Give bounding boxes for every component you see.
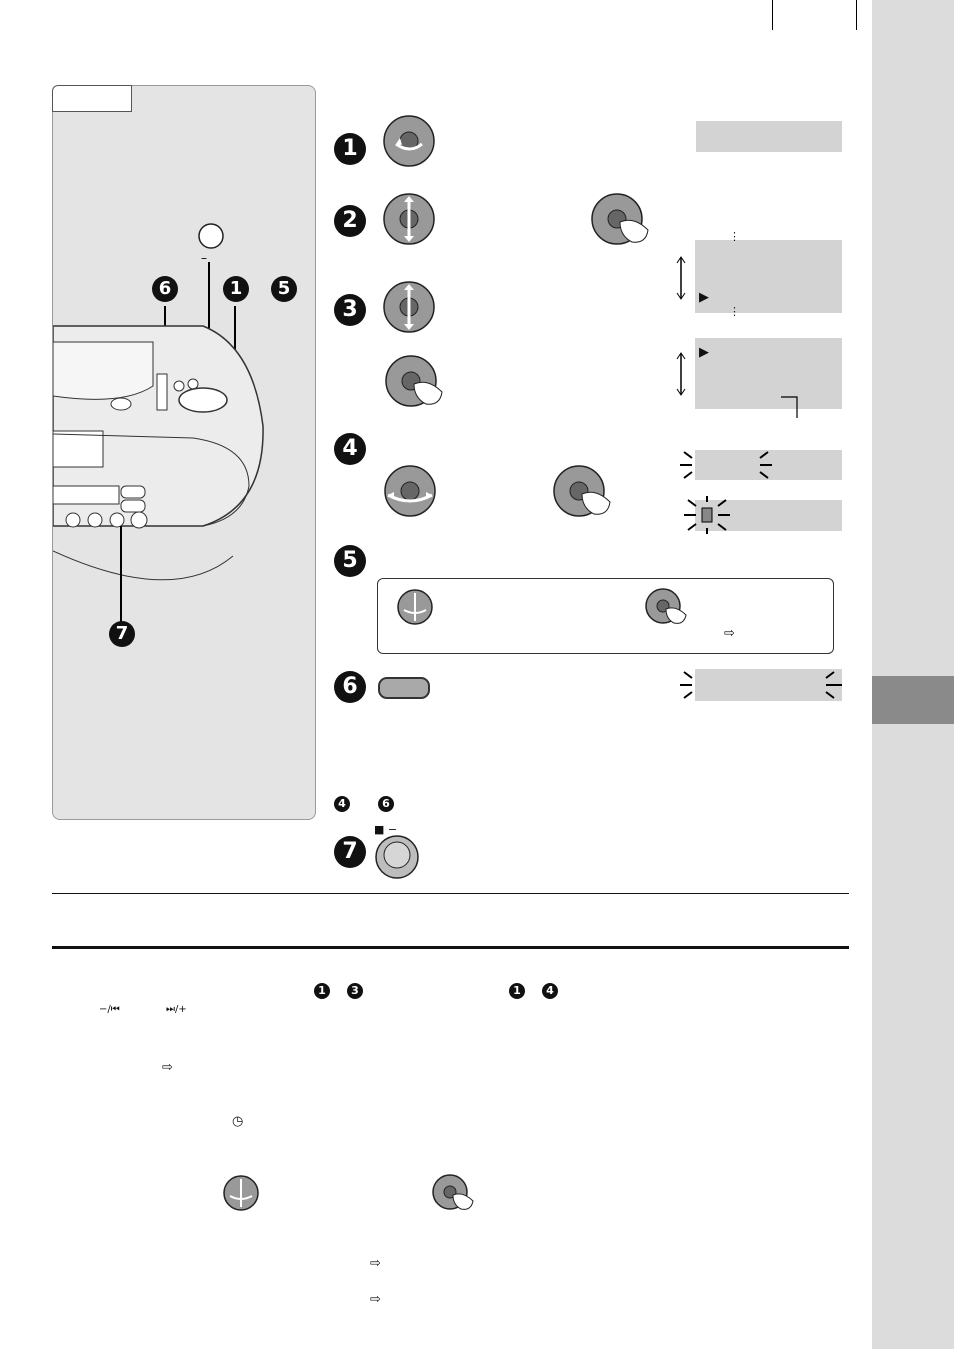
skip-back-symbol: −/⏮ [99, 1004, 120, 1015]
callout-1: 1 [223, 276, 249, 302]
step-2-number: 2 [334, 205, 366, 237]
step-1-number: 1 [334, 133, 366, 165]
callout-7: 7 [109, 621, 135, 647]
ref-2-to: 4 [542, 983, 558, 999]
timer-icon: ◷ [232, 1114, 244, 1129]
tip-box [377, 578, 834, 654]
power-knob-icon[interactable] [374, 834, 420, 880]
blink-marks [680, 451, 772, 479]
jog-dial-rotate-icon [383, 193, 435, 245]
jog-dial-icon [383, 115, 435, 167]
display-step-1 [696, 121, 842, 152]
illustration-panel: – 6 1 5 7 [52, 85, 316, 820]
range-from: 4 [334, 796, 350, 812]
jog-dial-small-icon [223, 1175, 259, 1211]
arrow-icon: ⇨ [370, 1256, 381, 1271]
jog-dial-turn-icon [384, 465, 436, 517]
blink-block-icon [684, 496, 730, 534]
step-6-number: 6 [334, 671, 366, 703]
more-indicator: ⋮ [729, 305, 740, 318]
jog-dial-press-icon [553, 465, 611, 517]
step-7-number: 7 [334, 836, 366, 868]
jog-dial-press-icon [385, 355, 443, 407]
ref-2-from: 1 [509, 983, 525, 999]
callout-bracket [781, 396, 798, 418]
display-step-6 [695, 669, 842, 701]
blink-marks [680, 671, 842, 699]
cursor-indicator: ▶ [699, 345, 709, 360]
arrow-icon: ⇨ [724, 626, 735, 641]
ref-1-to: 3 [347, 983, 363, 999]
jog-dial-small-icon [397, 589, 433, 625]
callout-5: 5 [271, 276, 297, 302]
side-tab-marker [872, 676, 954, 724]
panel-label [52, 85, 132, 112]
arrow-icon: ⇨ [370, 1292, 381, 1307]
range-to: 6 [378, 796, 394, 812]
step-4-number: 4 [334, 433, 366, 465]
cursor-indicator: ▶ [699, 290, 709, 305]
thin-divider [52, 893, 849, 894]
skip-forward-symbol: ⏭/+ [166, 1004, 187, 1015]
boombox-illustration: – [53, 223, 264, 631]
crop-mark-top [856, 0, 857, 30]
scroll-arrow-icon [676, 256, 686, 300]
ref-1-from: 1 [314, 983, 330, 999]
jog-dial-small-press-icon [432, 1174, 474, 1210]
stop-symbol: ■ − [374, 823, 398, 836]
step-3-number: 3 [334, 294, 366, 326]
crop-mark-top [772, 0, 773, 30]
thick-divider [52, 946, 849, 949]
svg-text:–: – [201, 251, 207, 265]
stop-button[interactable] [378, 677, 430, 699]
jog-dial-rotate-icon [383, 281, 435, 333]
step-5-number: 5 [334, 545, 366, 577]
callout-6: 6 [152, 276, 178, 302]
display-step-2 [695, 240, 842, 313]
scroll-arrow-icon [676, 352, 686, 396]
side-tab [872, 0, 954, 1349]
jog-dial-small-press-icon [645, 588, 687, 624]
arrow-icon: ⇨ [162, 1060, 173, 1075]
jog-dial-press-icon [591, 193, 649, 245]
display-step-3 [695, 338, 842, 409]
more-indicator: ⋮ [729, 230, 740, 243]
